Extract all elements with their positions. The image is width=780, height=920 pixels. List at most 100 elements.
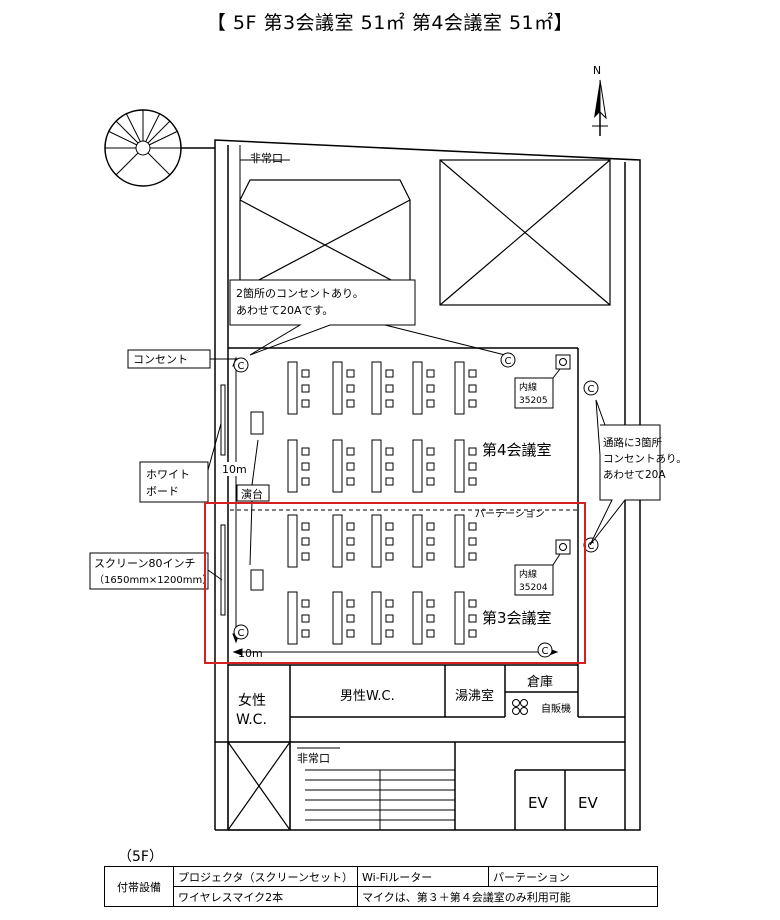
outlet-icon	[500, 352, 516, 368]
outlet-mark: C	[588, 541, 595, 552]
chair	[468, 384, 477, 393]
svg-text:35205: 35205	[519, 396, 548, 406]
elevator-2-label: EV	[578, 794, 598, 812]
outlet-label-box: コンセント	[127, 349, 240, 369]
chair	[346, 447, 355, 456]
women-wc-label-2: W.C.	[236, 712, 267, 728]
chair	[385, 369, 394, 378]
chair	[385, 552, 394, 561]
desk	[332, 361, 343, 415]
desk	[412, 514, 423, 568]
chair	[385, 399, 394, 408]
chair	[301, 522, 310, 531]
chair	[346, 477, 355, 486]
chair	[301, 462, 310, 471]
stairs-lower	[305, 769, 455, 830]
chair	[346, 629, 355, 638]
chair	[301, 384, 310, 393]
chair	[468, 537, 477, 546]
chair	[346, 552, 355, 561]
compass-label: N	[593, 64, 601, 77]
emergency-exit-bottom: 非常口	[297, 752, 330, 765]
desk-grid	[287, 361, 477, 645]
chair	[385, 462, 394, 471]
desk	[332, 591, 343, 645]
svg-text:あわせて20Aです。: あわせて20Aです。	[236, 304, 333, 317]
outlet-mark: C	[238, 628, 245, 639]
shaft-right	[439, 159, 611, 306]
page-title: 【 5F 第3会議室 51㎡ 第4会議室 51㎡】	[206, 12, 574, 34]
phone-icon	[555, 354, 571, 370]
floor-plan: N 非常口	[89, 64, 687, 831]
north-compass-icon: N	[592, 64, 608, 136]
room4-label: 第4会議室	[482, 441, 552, 459]
svg-text:ホワイト: ホワイト	[146, 468, 190, 481]
chair	[346, 399, 355, 408]
desk	[454, 514, 465, 568]
desk	[371, 514, 382, 568]
outlet-mark: C	[238, 361, 245, 372]
ext-35205-box: 内線 35205	[514, 368, 561, 409]
women-wc-label: 女性	[238, 692, 266, 709]
room3-label: 第3会議室	[482, 609, 552, 627]
screen-label: スクリーン80インチ （1650mm×1200mm）	[89, 552, 223, 590]
outlet-icon	[583, 380, 599, 396]
chair	[301, 369, 310, 378]
outlet-icon	[233, 357, 249, 373]
chair	[468, 552, 477, 561]
desk	[287, 514, 298, 568]
dim-10m-horizontal: 10m	[238, 647, 263, 660]
dim-10m-vertical: 10m	[222, 463, 247, 476]
chair	[426, 477, 435, 486]
chair	[346, 384, 355, 393]
chair	[426, 462, 435, 471]
equipment-cell: プロジェクタ（スクリーンセット）	[172, 866, 359, 887]
chair	[301, 537, 310, 546]
chair	[346, 537, 355, 546]
podium-label: 演台	[236, 439, 270, 566]
podium-bottom	[250, 569, 264, 591]
chair	[301, 599, 310, 608]
podium-top	[250, 411, 264, 435]
chair	[426, 629, 435, 638]
chair	[426, 384, 435, 393]
outlet-callout-top: 2箇所のコンセントあり。 あわせて20Aです。	[229, 279, 506, 356]
ext-35204-box: 内線 35204	[514, 553, 561, 596]
svg-text:（1650mm×1200mm）: （1650mm×1200mm）	[94, 574, 212, 586]
equipment-cell: ワイヤレスマイク2本	[172, 886, 359, 907]
outlet-markers: C C C C C C	[233, 352, 599, 658]
svg-text:ボード: ボード	[146, 485, 179, 498]
dimension-horizontal	[232, 648, 559, 656]
outlet-mark: C	[505, 356, 512, 367]
desk	[332, 514, 343, 568]
outlet-mark: C	[588, 384, 595, 395]
svg-text:コンセントあり。: コンセントあり。	[603, 453, 687, 465]
chair	[426, 369, 435, 378]
chair	[426, 522, 435, 531]
chair	[468, 369, 477, 378]
whiteboard-label: ホワイト ボード	[139, 419, 223, 503]
elevator-1-label: EV	[528, 794, 548, 812]
svg-text:スクリーン80インチ: スクリーン80インチ	[94, 557, 195, 570]
floor-label: （5F）	[118, 849, 163, 865]
chair	[426, 614, 435, 623]
desk	[371, 591, 382, 645]
chair	[301, 552, 310, 561]
chair	[346, 522, 355, 531]
outlet-icon	[233, 624, 249, 640]
chair	[426, 399, 435, 408]
phone-icon	[555, 539, 571, 555]
chair	[301, 477, 310, 486]
outlet-mark: C	[542, 646, 549, 657]
desk	[287, 361, 298, 415]
storage-label: 倉庫	[527, 675, 553, 690]
kitchenette-label: 湯沸室	[455, 688, 494, 704]
svg-text:内線: 内線	[519, 381, 537, 393]
chair	[385, 614, 394, 623]
chair	[426, 552, 435, 561]
lower-rooms	[215, 665, 625, 830]
chair	[301, 614, 310, 623]
emergency-exit-top: 非常口	[250, 152, 283, 165]
room3-highlight	[204, 502, 586, 664]
chair	[468, 399, 477, 408]
